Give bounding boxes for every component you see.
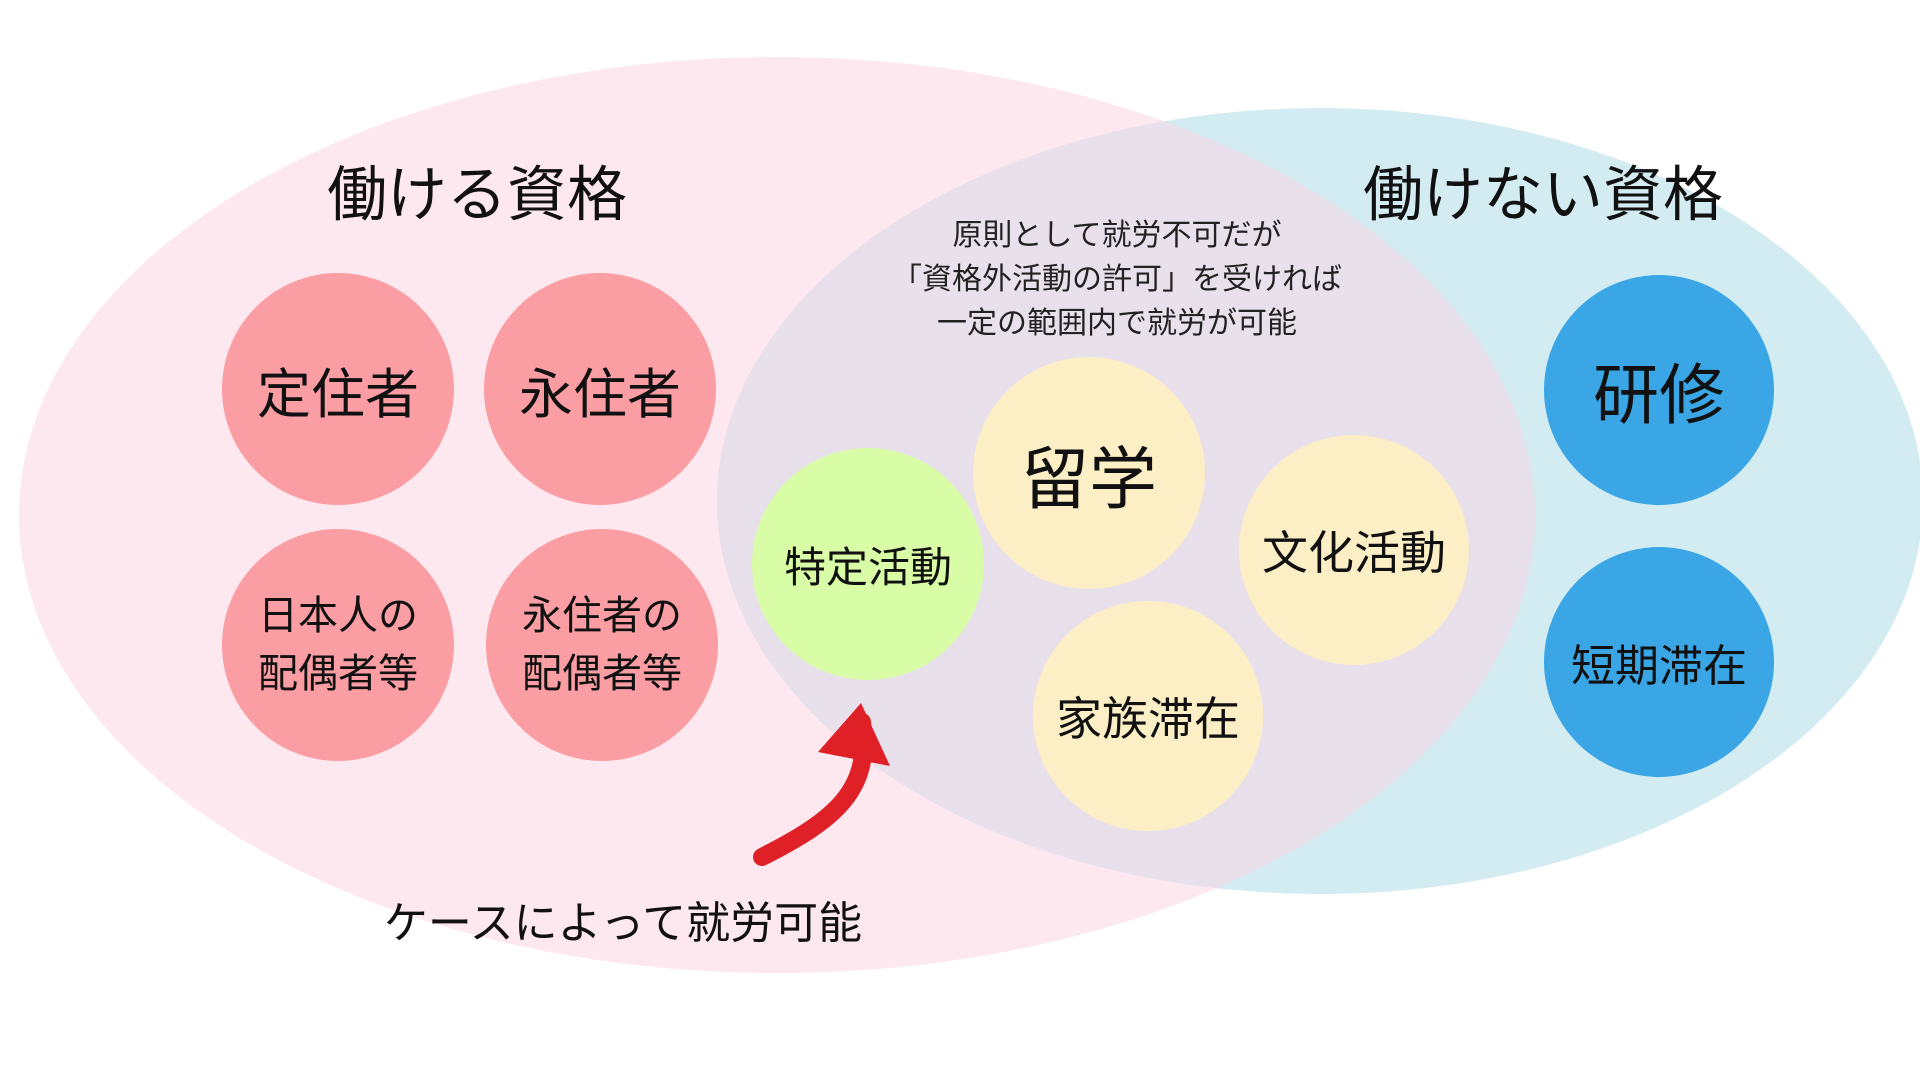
- status-japanese-spouse: 日本人の 配偶者等: [222, 529, 454, 761]
- note-line: 原則として就労不可だが: [952, 218, 1282, 253]
- red-curved-arrow-icon: [753, 703, 890, 866]
- status-cultural-activities: 文化活動: [1239, 435, 1469, 665]
- status-short-stay: 短期滞在: [1544, 547, 1774, 777]
- note-line: 一定の範囲内で就労が可能: [937, 306, 1297, 341]
- work-not-allowed-title: 働けない資格: [1363, 160, 1723, 231]
- status-label-line2: 配偶者等: [522, 651, 682, 697]
- status-teijusha: 定住者: [222, 273, 454, 505]
- case-by-case-caption: ケースによって就労可能: [383, 898, 863, 949]
- status-dependent: 家族滞在: [1033, 601, 1263, 831]
- status-designated-activities: 特定活動: [752, 448, 984, 680]
- status-label: 研修: [1593, 357, 1725, 434]
- status-label: 留学: [1020, 440, 1157, 520]
- status-label-line1: 日本人の: [258, 593, 418, 639]
- work-allowed-title: 働ける資格: [327, 160, 627, 231]
- status-label: 家族滞在: [1056, 692, 1240, 746]
- status-label: 短期滞在: [1571, 641, 1747, 692]
- status-label-line1: 永住者の: [522, 593, 682, 639]
- status-kenshu: 研修: [1544, 275, 1774, 505]
- status-label: 永住者: [519, 362, 681, 426]
- status-label: 特定活動: [783, 542, 952, 592]
- permission-note: 原則として就労不可だが 「資格外活動の許可」を受ければ 一定の範囲内で就労が可能: [892, 214, 1342, 346]
- status-label: 定住者: [257, 362, 419, 426]
- status-eijusha: 永住者: [484, 273, 716, 505]
- status-label-line2: 配偶者等: [258, 651, 418, 697]
- status-permanent-resident-spouse: 永住者の 配偶者等: [486, 529, 718, 761]
- status-label: 文化活動: [1262, 526, 1446, 580]
- status-ryugaku: 留学: [973, 357, 1205, 589]
- note-line: 「資格外活動の許可」を受ければ: [892, 262, 1342, 297]
